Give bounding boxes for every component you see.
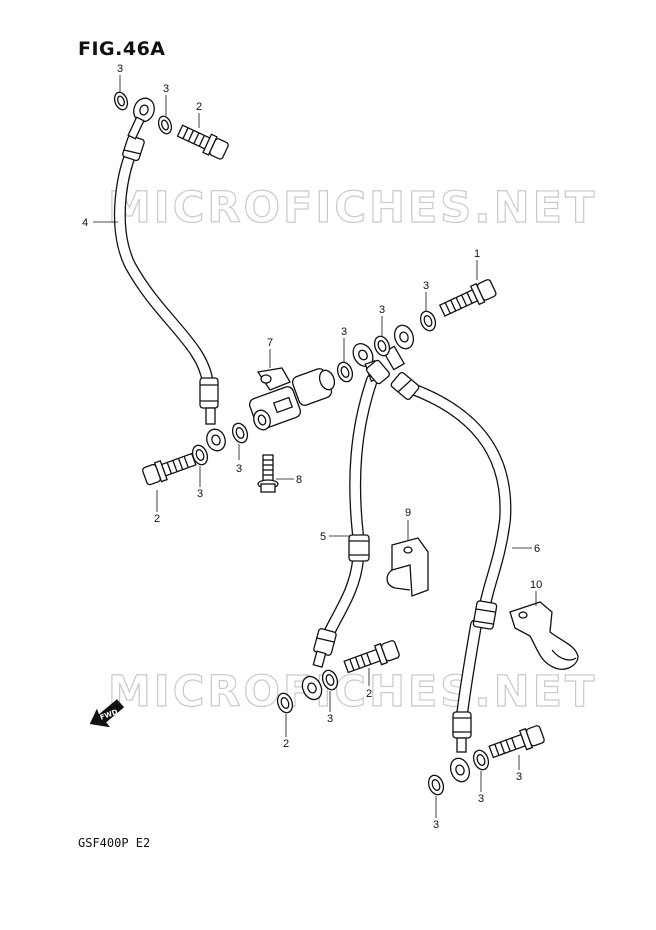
callout-labels: 3 3 2 4 1 3 3 3 7 3 3 2 8 9 5 6 10 2 3 3… [82, 63, 542, 831]
callout-3-right-1: 3 [423, 280, 429, 292]
callout-4: 4 [82, 217, 88, 229]
figure-title: FIG.46A [78, 38, 166, 60]
clamp-10 [509, 601, 579, 670]
model-code: GSF400P E2 [78, 836, 151, 850]
callout-3-top: 3 [163, 83, 169, 95]
washer-mid-2 [276, 692, 294, 714]
callout-8: 8 [296, 474, 302, 486]
callout-9: 9 [405, 507, 411, 519]
union-bolt-2-top [176, 124, 229, 160]
callout-2-left: 2 [154, 513, 160, 525]
washer-mid-1 [321, 669, 339, 691]
washer-joint-right [336, 361, 354, 383]
callout-2-top: 2 [196, 101, 202, 113]
callout-10: 10 [530, 579, 542, 591]
callout-7: 7 [267, 337, 273, 349]
callout-3-top-left: 3 [117, 63, 123, 75]
callout-3-right-2: 3 [379, 304, 385, 316]
leader-lines [93, 75, 537, 818]
callout-3-joint: 3 [341, 326, 347, 338]
washer-top-right-1 [373, 335, 391, 357]
bolt-8 [257, 454, 279, 493]
callout-2-right: 3 [516, 771, 522, 783]
callout-3-left-1: 3 [236, 463, 242, 475]
callout-3-bottom-2: 3 [433, 819, 439, 831]
washer-top-right-2 [419, 310, 437, 332]
washer-bottom-right-2 [427, 774, 445, 796]
union-bolt-1 [438, 279, 497, 317]
washer-top-left-1 [113, 91, 129, 111]
callout-6: 6 [534, 543, 540, 555]
callout-1: 1 [474, 248, 480, 260]
washer-top-left-2 [157, 115, 173, 135]
union-bolt-2-right [488, 725, 545, 759]
brake-hose-6 [366, 324, 512, 783]
callout-3-left-2: 3 [197, 488, 203, 500]
watermark-bottom: MICROFICHES.NET [108, 667, 597, 717]
brake-hose-4 [113, 97, 226, 452]
union-bolt-2-mid [343, 640, 400, 674]
brake-joint-7 [248, 367, 336, 431]
callout-3-mid-1: 3 [327, 713, 333, 725]
callout-3-mid-2: 2 [283, 738, 289, 750]
union-bolt-2-left [142, 452, 197, 486]
watermark-top: MICROFICHES.NET [108, 183, 597, 233]
clamp-9 [386, 537, 429, 597]
washer-bottom-right-1 [472, 749, 490, 771]
callout-5: 5 [320, 531, 326, 543]
callout-2-mid: 2 [366, 688, 372, 700]
washer-left-mid-1 [231, 422, 249, 444]
callout-3-bottom-1: 3 [478, 793, 484, 805]
